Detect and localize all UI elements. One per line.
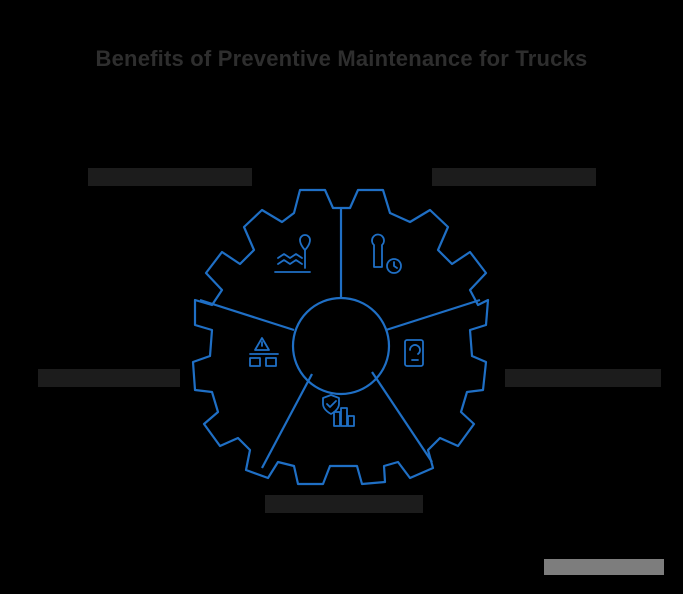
spoke-bottom-right	[371, 371, 433, 463]
shield-check-and-buildings-icon	[322, 394, 355, 427]
label-bottom	[265, 495, 423, 513]
label-top-right	[432, 168, 596, 186]
watermark	[544, 559, 664, 575]
warning-triangle-and-vehicles-icon	[249, 337, 279, 367]
gear-outline	[191, 188, 490, 486]
diagram-title: Benefits of Preventive Maintenance for T…	[95, 46, 588, 71]
spoke-left	[199, 298, 295, 332]
gear-hub	[291, 296, 391, 396]
wrench-and-clock-icon	[371, 233, 402, 274]
spoke-right	[385, 298, 481, 332]
document-cycle-icon	[404, 339, 424, 367]
spoke-bottom-left	[261, 373, 313, 469]
label-top-left	[88, 168, 252, 186]
road-and-location-pin-icon	[274, 234, 311, 273]
label-right	[505, 369, 661, 387]
label-left	[38, 369, 180, 387]
